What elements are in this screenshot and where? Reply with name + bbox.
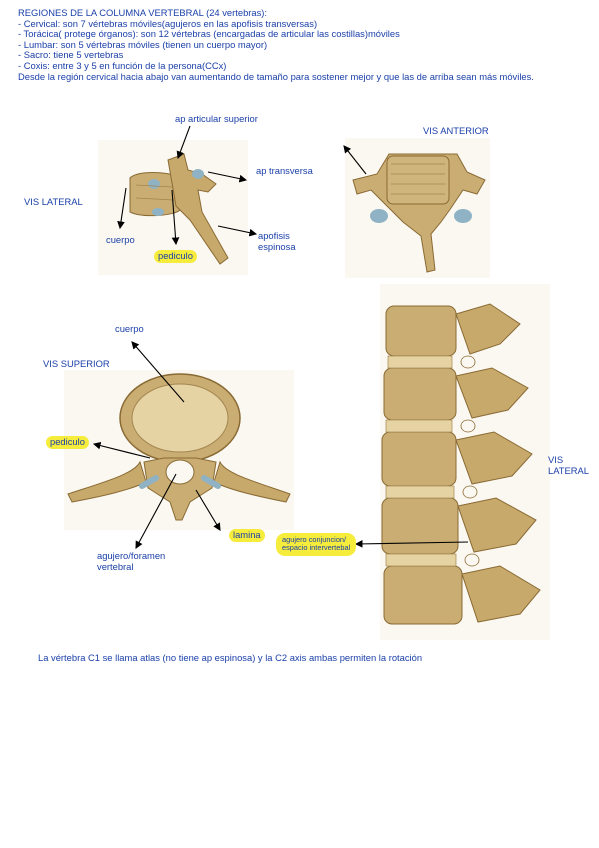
label-apofisis-espinosa: apofisis espinosa (258, 230, 296, 252)
label-lateral-line: LATERAL (548, 464, 589, 476)
arrow-pediculo-lateral (171, 189, 180, 246)
label-vis-anterior: VIS ANTERIOR (423, 125, 489, 136)
label-agujero-conjuncion-line1: agujero conjuncion/ (282, 535, 347, 544)
label-lamina: lamina (229, 529, 265, 542)
label-pediculo-superior: pediculo (46, 436, 89, 449)
arrow-cuerpo-superior (131, 341, 185, 403)
label-agujero-conjuncion: agujero conjuncion/ espacio interverteba… (276, 533, 357, 556)
arrow-apofisis (217, 225, 258, 237)
label-ap-articular-superior: ap articular superior (175, 113, 258, 124)
intro-paragraph: Desde la región cervical hacia abajo van… (18, 70, 534, 82)
arrow-agujero-vertebral (135, 473, 177, 549)
arrow-pediculo-superior (92, 441, 151, 459)
intro-text: REGIONES DE LA COLUMNA VERTEBRAL (24 ver… (18, 7, 588, 82)
label-pediculo-lateral: pediculo (154, 250, 197, 263)
label-apofisis-line1: apofisis (258, 230, 290, 241)
anterior-vertebra-figure (345, 138, 490, 278)
label-agujero-line2: vertebral (97, 560, 134, 572)
arrow-lamina (195, 489, 221, 531)
label-vis-line: VIS (548, 454, 564, 465)
arrow-ap-transversa (207, 171, 248, 183)
spine-lateral-figure (380, 284, 550, 640)
intro-line-lumbar: - Lumbar: son 5 vértebras móviles (tiene… (18, 38, 268, 50)
label-agujero-foramen: agujero/foramen vertebral (97, 550, 166, 572)
label-ap-transversa: ap transversa (256, 165, 313, 176)
intro-title: REGIONES DE LA COLUMNA VERTEBRAL (24 ver… (18, 7, 268, 18)
arrow-cuerpo-lateral (117, 187, 127, 230)
intro-line-sacro: - Sacro: tiene 5 vertebras (18, 49, 124, 61)
intro-line-cervical: - Cervical: son 7 vértebras móviles(aguj… (18, 17, 318, 29)
label-vis-lateral-spine: VIS LATERAL (548, 454, 589, 476)
arrow-agujero-conjuncion (354, 540, 469, 548)
intro-line-coxis: - Coxis: entre 3 y 5 en función de la pe… (18, 59, 227, 71)
label-vis-lateral: VIS LATERAL (24, 196, 83, 207)
arrow-anterior (343, 145, 367, 175)
label-agujero-conjuncion-line2: espacio intervertebal (282, 543, 351, 553)
arrow-ap-articular (176, 125, 191, 160)
label-cuerpo-superior: cuerpo (115, 323, 144, 334)
label-cuerpo-lateral: cuerpo (106, 234, 135, 245)
label-apofisis-line2: espinosa (258, 240, 296, 252)
label-agujero-line1: agujero/foramen (97, 550, 166, 561)
label-vis-superior: VIS SUPERIOR (43, 358, 110, 369)
footer-note: La vértebra C1 se llama atlas (no tiene … (38, 652, 423, 663)
intro-line-toracica: - Torácica( protege órganos): son 12 vér… (18, 28, 400, 40)
